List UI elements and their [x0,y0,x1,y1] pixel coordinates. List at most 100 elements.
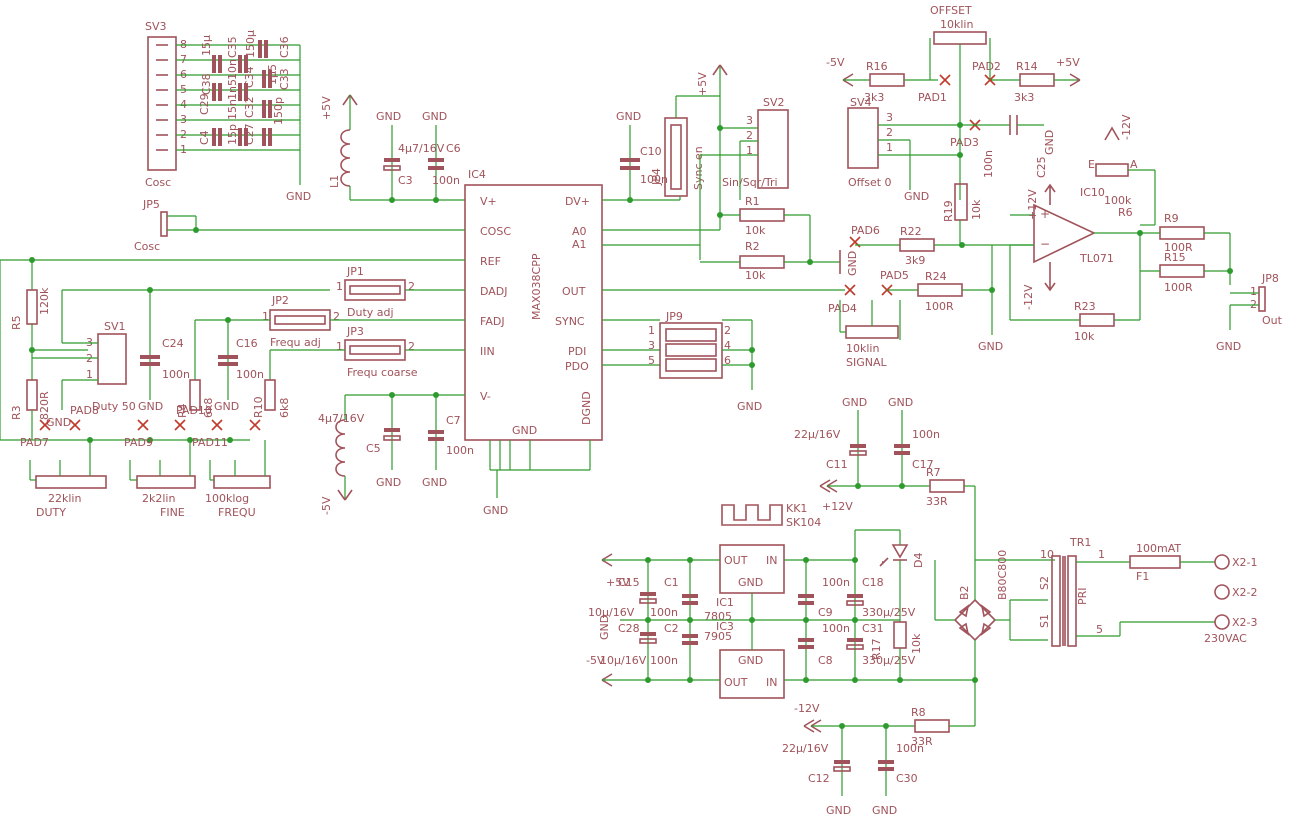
offset-network: OFFSET 10klin -5V R16 3k3 R14 3k3 +5V PA… [826,4,1081,245]
svg-text:R4: R4 [176,403,189,418]
svg-text:100klog: 100klog [205,492,249,505]
svg-text:GND: GND [376,110,401,123]
svg-text:R16: R16 [866,60,888,73]
jp9-jumper[interactable]: JP9 1 2 3 4 5 6 GND [648,310,762,413]
svg-text:GND: GND [842,396,867,409]
svg-text:GND: GND [826,804,851,817]
svg-text:R5: R5 [10,315,23,330]
svg-text:+5V: +5V [696,72,709,96]
svg-text:SYNC: SYNC [555,315,585,328]
svg-text:Out: Out [1262,314,1283,327]
svg-text:GND: GND [483,504,508,517]
svg-text:100R: 100R [925,300,954,313]
svg-text:100n: 100n [822,576,850,589]
svg-text:3: 3 [648,339,655,352]
svg-text:+5V: +5V [1056,56,1080,69]
svg-text:JP5: JP5 [142,198,160,211]
svg-text:V+: V+ [480,195,497,208]
svg-text:Frequ coarse: Frequ coarse [347,366,418,379]
svg-text:330µ/25V: 330µ/25V [862,654,916,667]
svg-text:5: 5 [648,354,655,367]
svg-text:C15: C15 [618,576,640,589]
svg-text:R24: R24 [925,270,947,283]
svg-text:D4: D4 [912,553,925,568]
svg-text:GND: GND [872,804,897,817]
svg-text:C36: C36 [278,36,291,58]
svg-text:JP1: JP1 [346,265,364,278]
svg-text:IC3: IC3 [716,620,734,633]
svg-text:1: 1 [336,340,343,353]
svg-text:Frequ adj: Frequ adj [270,336,321,349]
svg-text:2: 2 [746,129,753,142]
svg-text:330µ/25V: 330µ/25V [862,606,916,619]
svg-text:100n: 100n [432,174,460,187]
svg-text:R7: R7 [926,466,941,479]
svg-text:C33: C33 [278,68,291,90]
svg-text:10k: 10k [1074,330,1095,343]
svg-text:SK104: SK104 [786,516,821,529]
svg-text:100n: 100n [896,742,924,755]
svg-text:-5V: -5V [826,56,845,69]
svg-text:C16: C16 [236,337,258,350]
jp8-output[interactable]: JP8 1 2 Out GND [1216,272,1283,353]
svg-text:100k: 100k [1104,194,1132,207]
svg-text:SV1: SV1 [104,320,126,333]
svg-text:2: 2 [408,340,415,353]
svg-text:R19: R19 [942,200,955,222]
svg-text:15p: 15p [226,124,239,145]
svg-text:S2: S2 [1038,576,1051,590]
svg-text:C7: C7 [446,414,461,427]
svg-text:100n: 100n [446,444,474,457]
svg-text:+5V: +5V [606,576,630,589]
jp3-jumper[interactable]: JP3 1 2 Frequ coarse [270,325,420,379]
svg-text:B2: B2 [958,585,971,600]
sv3-pins: 8 7 6 5 4 3 2 1 [180,38,187,156]
svg-text:PAD10: PAD10 [176,404,212,417]
svg-text:-12V: -12V [794,702,820,715]
svg-text:100n: 100n [822,622,850,635]
svg-text:1: 1 [746,144,753,157]
svg-text:SV4: SV4 [850,96,872,109]
svg-text:10: 10 [1040,548,1054,561]
jp5-jumper[interactable]: JP5 Cosc [134,198,436,253]
svg-text:10klin: 10klin [846,342,879,355]
svg-text:GND: GND [904,190,929,203]
jp2-jumper[interactable]: JP2 1 2 Frequ adj [195,294,420,349]
svg-text:R6: R6 [1118,206,1133,219]
svg-text:C30: C30 [896,772,918,785]
svg-text:C3: C3 [398,174,413,187]
svg-text:OFFSET: OFFSET [930,4,972,17]
svg-text:PAD11: PAD11 [192,436,228,449]
svg-text:C24: C24 [162,337,184,350]
signal-network: PAD6 PAD5 PAD4 10klin SIGNAL R22 3k9 R24… [828,224,1080,369]
svg-text:R15: R15 [1164,251,1186,264]
svg-text:GND: GND [1216,340,1241,353]
svg-text:IN: IN [766,554,777,567]
svg-text:C10: C10 [640,145,662,158]
svg-text:C38: C38 [200,73,213,95]
svg-text:R14: R14 [1016,60,1038,73]
svg-text:X2-3: X2-3 [1232,616,1258,629]
a0-a1-resistors: R1 10k R2 10k GND [700,195,859,282]
svg-text:GND: GND [738,576,763,589]
pads-left: PAD7 PAD8 PAD9 PAD10 PAD11 22klin DUTY 2… [20,404,271,519]
jp4-jumper[interactable]: JP4 Sync en [650,117,705,197]
svg-text:4µ7/16V: 4µ7/16V [398,142,445,155]
svg-text:V-: V- [480,390,491,403]
svg-text:FREQU: FREQU [218,506,256,519]
svg-text:GND: GND [846,251,859,276]
svg-text:Offset 0: Offset 0 [848,176,892,189]
svg-text:1: 1 [262,310,269,323]
svg-text:1µ5: 1µ5 [266,64,279,85]
svg-text:C1: C1 [664,576,679,589]
jp1-jumper[interactable]: JP1 1 2 Duty adj [336,265,420,319]
svg-text:R2: R2 [745,240,760,253]
svg-text:22µ/16V: 22µ/16V [782,742,829,755]
svg-text:100n: 100n [982,150,995,178]
svg-text:PDO: PDO [565,360,589,373]
svg-text:A0: A0 [572,225,587,238]
svg-text:6k8: 6k8 [202,398,215,418]
svg-text:IIN: IIN [480,345,495,358]
vminus-supply: -5V 4µ7/16V C5 C7 100n GND GND [318,392,474,515]
